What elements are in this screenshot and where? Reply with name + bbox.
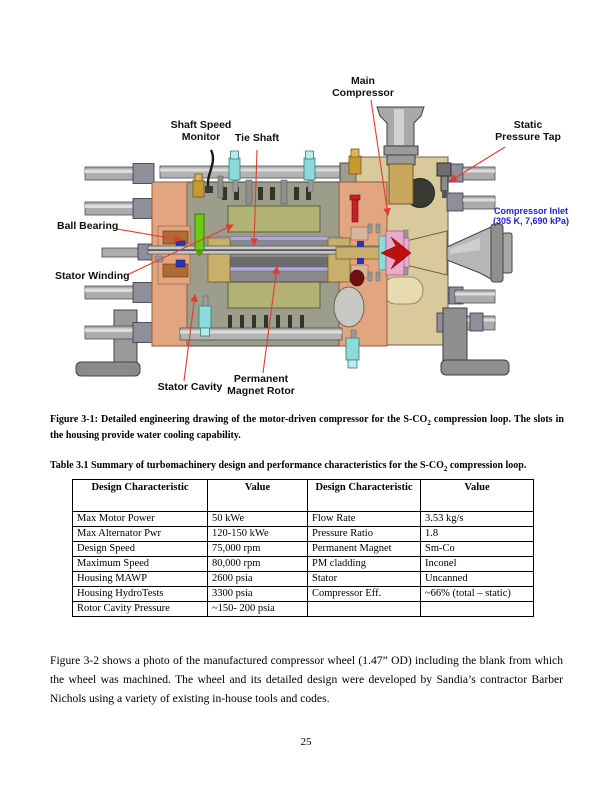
stator-winding-lower (227, 279, 321, 309)
table-caption: Table 3.1 Summary of turbomachinery desi… (50, 460, 564, 476)
right-mount-foot (440, 307, 510, 376)
table-cell: Max Motor Power (72, 511, 208, 527)
leader-tie-shaft (250, 149, 259, 246)
table-cell: Maximum Speed (72, 556, 208, 572)
leader-static-pressure-tap (449, 146, 506, 182)
column-header: Value (420, 479, 534, 512)
table-cell: Pressure Ratio (307, 526, 421, 542)
figure-caption: Figure 3-1: Detailed engineering drawing… (50, 414, 564, 442)
table-cell: ~66% (total – static) (420, 586, 534, 602)
leader-stator-cavity (183, 294, 198, 382)
table-cell: ~150- 200 psia (207, 601, 308, 617)
figure-caption-text: Figure 3-1: Detailed engineering drawing… (50, 414, 428, 425)
label-shaft-speed-monitor: Shaft Speed Monitor (170, 119, 232, 143)
page-number: 25 (300, 736, 312, 748)
main-compressor-impeller (335, 223, 412, 287)
body-paragraph: Figure 3-2 shows a photo of the manufact… (50, 654, 563, 705)
figure-caption-subscript: 2 (427, 419, 431, 427)
compressor-cross-section-drawing (75, 99, 513, 382)
table-cell (420, 601, 534, 617)
label-permanent-magnet-rotor: Permanent Magnet Rotor (227, 373, 295, 397)
red-pin (349, 194, 361, 223)
table-cell: 80,000 rpm (207, 556, 308, 572)
table-cell: 50 kWe (207, 511, 308, 527)
table-cell: Housing MAWP (72, 571, 208, 587)
table-cell: 3300 psia (207, 586, 308, 602)
table-cell: 3.53 kg/s (420, 511, 534, 527)
table-caption-text: Table 3.1 Summary of turbomachinery desi… (50, 460, 444, 471)
column-header: Value (207, 479, 308, 512)
table-header-row: Design Characteristic Value Design Chara… (72, 479, 534, 512)
label-stator-cavity: Stator Cavity (157, 381, 223, 393)
leader-permanent-magnet-rotor (262, 266, 280, 374)
label-ball-bearing: Ball Bearing (57, 220, 119, 232)
left-mount-foot (75, 309, 141, 377)
table-cell: 75,000 rpm (207, 541, 308, 557)
design-characteristics-table: Design Characteristic Value Design Chara… (72, 479, 534, 617)
table-cell: PM cladding (307, 556, 421, 572)
figure-caption-text-cont: compression loop. The slots in the housi… (50, 414, 564, 441)
table-cell: Sm-Co (420, 541, 534, 557)
stator-winding-upper (227, 205, 321, 233)
water-cooling-slots-bottom (228, 315, 304, 328)
end-bell-left (151, 181, 191, 347)
table-cell: 120-150 kWe (207, 526, 308, 542)
shaft-speed-monitor-probe (194, 149, 215, 257)
table-cell: Permanent Magnet (307, 541, 421, 557)
leader-lines (116, 99, 506, 382)
table-cell: Uncanned (420, 571, 534, 587)
table-cell: Stator (307, 571, 421, 587)
table-cell: Max Alternator Pwr (72, 526, 208, 542)
table-cell: Flow Rate (307, 511, 421, 527)
table-cell (307, 601, 421, 617)
table-cell: 2600 psia (207, 571, 308, 587)
table-cell: Housing HydroTests (72, 586, 208, 602)
table-cell: Compressor Eff. (307, 586, 421, 602)
inlet-pipe (376, 106, 425, 205)
label-stator-winding: Stator Winding (55, 270, 130, 282)
column-header: Design Characteristic (72, 479, 208, 512)
table-row: Rotor Cavity Pressure~150- 200 psia (72, 601, 534, 617)
cooling-fittings (192, 148, 362, 369)
label-tie-shaft: Tie Shaft (234, 132, 280, 144)
leader-main-compressor (370, 99, 391, 216)
label-compressor-inlet: Compressor Inlet (305 K, 7,690 kPa) (492, 206, 570, 226)
label-static-pressure-tap: Static Pressure Tap (495, 119, 561, 143)
left-tie-rods (84, 163, 155, 343)
table-caption-subscript: 2 (443, 465, 448, 473)
table-cell: Design Speed (72, 541, 208, 557)
column-header: Design Characteristic (307, 479, 421, 512)
table-cell: Rotor Cavity Pressure (72, 601, 208, 617)
leader-ball-bearing (116, 228, 182, 243)
leader-stator-winding (126, 224, 234, 276)
outlet-diffuser (405, 223, 513, 283)
table-cell: 1.8 (420, 526, 534, 542)
table-cell: Inconel (420, 556, 534, 572)
table-caption-text-cont: compression loop. (447, 460, 527, 471)
static-pressure-tap-part (436, 162, 452, 198)
label-main-compressor: Main Compressor (332, 75, 394, 99)
